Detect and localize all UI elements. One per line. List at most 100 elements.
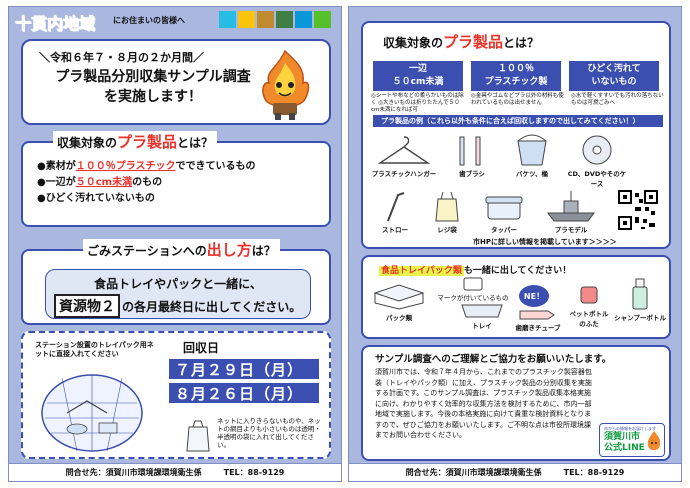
tray-item-toothpaste: 歯磨きチューブ: [513, 309, 563, 332]
crit-note: ◎水で軽くすすいでも汚れの落ちないものは可燃ごみへ: [571, 93, 664, 106]
collection-date-2: ８月２６日（月）: [169, 383, 319, 403]
item-bucket: バケツ、桶: [507, 133, 557, 178]
target-title: 収集対象のプラ製品とは？: [53, 131, 218, 152]
crit-note: ◎金具やゴムなどプラ以外の材料も使われているものは出せません: [471, 93, 564, 106]
hanger-icon: [377, 136, 431, 164]
target-bullets: ●素材が１００％プラスチックでできているもの ●一辺が５０cm未満のもの ●ひど…: [37, 159, 256, 207]
area-subtitle: にお住まいの皆様へ: [113, 16, 185, 25]
qr-code-icon[interactable]: [617, 189, 659, 231]
tray-title-text: も一緒に出してください！: [463, 266, 572, 276]
bullet-text: のもの: [132, 177, 163, 188]
tray-title: 食品トレイパック類も一緒に出してください！: [379, 263, 571, 276]
contact-text: 問合せ先：須賀川市環境課環境衛生係: [65, 468, 202, 477]
line-main-text: 須賀川市 公式LINE: [604, 432, 645, 454]
pura-mark-note: マークが付いているもの: [433, 277, 513, 302]
request-title: サンプル調査へのご理解とご協力をお願いいたします。: [375, 354, 612, 365]
title-highlight: プラ製品: [117, 133, 178, 151]
item-label: シャンプーボトル: [614, 314, 666, 322]
crit-text: プラスチック製: [484, 77, 548, 87]
title-part: 収集対象の: [383, 36, 444, 50]
footer: 問合せ先：須賀川市環境課環境衛生係 TEL：88-9129: [349, 463, 681, 481]
criterion-clean: ひどく汚れていないもの: [569, 61, 659, 91]
bag-note: ネットに入りきらないものや、ネットの網目よりも小さいものは透明・半透明の袋に入れ…: [217, 417, 321, 449]
bullet-item: ●素材が１００％プラスチックでできているもの: [37, 159, 256, 175]
tray-title-highlight: 食品トレイパック類: [379, 266, 464, 276]
item-label: バケツ、桶: [516, 170, 548, 178]
pack-icon: [373, 284, 425, 310]
item-label: ストロー: [382, 226, 408, 234]
howto-section: ごみステーションへの出し方は？ 食品トレイやパックと一緒に、 資源物２ の各月最…: [21, 239, 331, 325]
criteria-notes: ◎シートや布などの柔らかいものは除く ◎大きいものは折りたたんで５０cm未満にな…: [371, 93, 665, 114]
bullet-highlight: ５０cm未満: [75, 177, 133, 188]
more-info-link[interactable]: 市HPに詳しい情報を掲載しています＞＞＞＞: [473, 238, 617, 246]
item-label: レジ袋: [437, 226, 457, 234]
area-title: 十貫内地域: [15, 14, 96, 34]
bullet-text: ●素材が: [37, 161, 76, 172]
notice-box: ＼令和６年７・８月の２か月間／ プラ製品分別収集サンプル調査 を実施します！: [21, 39, 331, 125]
howto-line2: 資源物２ の各月最終日に出してください。: [54, 294, 301, 318]
item-label: パック類: [386, 314, 412, 322]
title-part: とは？: [503, 36, 540, 50]
item-label: 歯磨きチューブ: [515, 324, 561, 332]
title-part: とは？: [177, 136, 214, 150]
crit-note: ◎シートや布などの柔らかいものは除く ◎大きいものは折りたたんで５０cm未満にな…: [371, 93, 464, 113]
target-section: 収集対象のプラ製品とは？ ●素材が１００％プラスチックでできているもの ●一辺が…: [21, 131, 331, 227]
tray-icon: [461, 304, 503, 318]
tray-section: 食品トレイパック類も一緒に出してください！ パック類 マークが付いているもの ト…: [361, 255, 671, 339]
criterion-material: １００％プラスチック製: [471, 61, 561, 91]
line-official-badge[interactable]: 市からの情報をお届けします 須賀川市 公式LINE: [599, 423, 665, 457]
bottle-cap-icon: [580, 286, 598, 304]
plastic-bag-icon: [435, 191, 459, 222]
mark-note-text: マークが付いているもの: [437, 294, 509, 302]
collection-date-1: ７月２９日（月）: [169, 359, 319, 379]
shigen-badge: 資源物２: [54, 294, 120, 318]
title-part: 収集対象の: [57, 136, 118, 150]
pura-mark-icon: [463, 277, 483, 291]
sdg-icons: [219, 11, 331, 28]
request-section: サンプル調査へのご理解とご協力をお願いいたします。 須賀川市では、令和７年４月か…: [361, 345, 671, 461]
shampoo-bottle-icon: [632, 278, 648, 310]
howto-message: 食品トレイやパックと一緒に、 資源物２ の各月最終日に出してください。: [45, 269, 311, 319]
collection-section: ステーション設置のトレイパック用ネットに直接入れてください 回収日 ７月２９日（…: [21, 331, 331, 459]
crit-text: 一辺: [408, 64, 427, 74]
howto-line2-text: の各月最終日に出してください。: [122, 299, 302, 314]
bullet-text: ●一辺が: [37, 177, 76, 188]
item-toothbrush: 歯ブラシ: [447, 133, 497, 178]
line-text: 須賀川市: [604, 432, 641, 442]
item-cd: CD、DVDやそのケース: [567, 133, 627, 188]
line-small-text: 市からの情報をお届けします: [604, 426, 656, 431]
sdg-icon: [276, 11, 293, 28]
contact-text: 問合せ先：須賀川市環境課環境衛生係: [405, 468, 542, 477]
flyer-page-left: 十貫内地域 にお住まいの皆様へ ＼令和６年７・８月の２か月間／ プラ製品分別収集…: [8, 6, 342, 482]
tel-text: TEL：88-9129: [223, 468, 285, 477]
notice-line: を実施します！: [104, 89, 202, 105]
notice-main: プラ製品分別収集サンプル調査 を実施します！: [53, 67, 253, 107]
item-label: プラスチックハンガー: [371, 170, 437, 178]
item-plastic-model: プラモデル: [541, 189, 601, 234]
ne-badge: NE！: [519, 285, 549, 307]
examples-title: 収集対象のプラ製品とは？: [379, 31, 544, 52]
sdg-icon: [314, 11, 331, 28]
item-label: タッパー: [491, 226, 517, 234]
crit-text: いないもの: [591, 77, 637, 87]
line-text: 公式LINE: [604, 443, 645, 453]
flame-mascot-icon: [262, 49, 310, 120]
title-part: は？: [251, 244, 276, 258]
item-label: 歯ブラシ: [459, 170, 485, 178]
item-label: トレイ: [472, 322, 492, 330]
item-hanger: プラスチックハンガー: [369, 133, 439, 178]
notice-line: プラ製品分別収集サンプル調査: [55, 69, 251, 85]
item-plastic-bag: レジ袋: [427, 189, 467, 234]
title-highlight: 出し方: [206, 241, 252, 259]
tupperware-icon: [485, 196, 523, 220]
toothbrush-icon: [459, 136, 481, 166]
bullet-item: ●ひどく汚れていないもの: [37, 193, 155, 204]
title-part: ごみステーションへの: [87, 244, 207, 258]
mascot-small-icon: [647, 431, 661, 451]
cd-icon: [582, 135, 612, 165]
sdg-icon: [219, 11, 236, 28]
sdg-icon: [238, 11, 255, 28]
